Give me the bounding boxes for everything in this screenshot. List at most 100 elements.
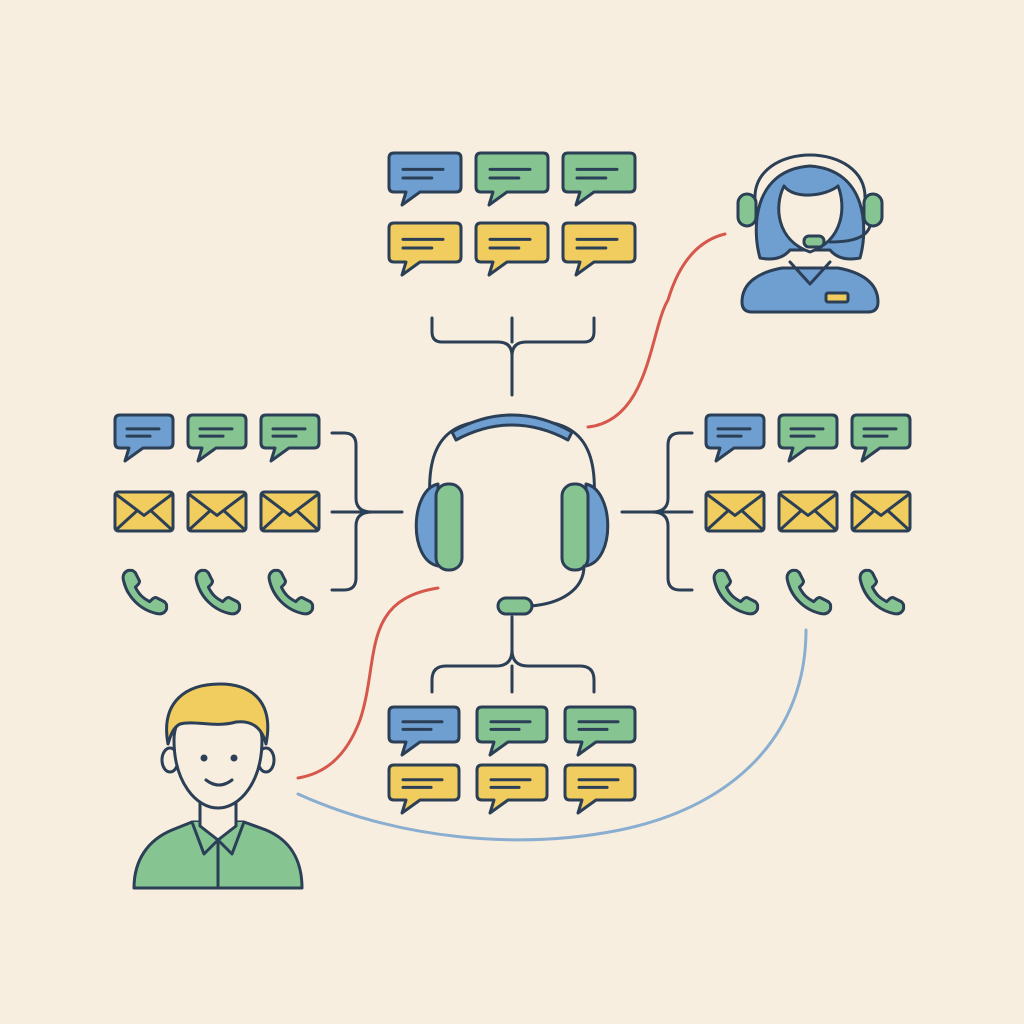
phone-icon <box>712 568 760 616</box>
agent-badge <box>824 291 850 304</box>
envelope-body <box>186 490 248 533</box>
envelope-body <box>704 490 766 533</box>
customer-hair <box>165 682 270 746</box>
agent-body <box>740 266 880 314</box>
top-bracket <box>510 316 596 358</box>
phone-handset <box>194 568 242 616</box>
chat-bubble-icon <box>475 763 549 815</box>
phone-handset <box>712 568 760 616</box>
channel-group-top <box>387 151 637 277</box>
envelope-icon <box>850 490 912 533</box>
customer-eye <box>200 754 208 762</box>
agent-mic-boom <box>828 224 872 244</box>
chat-bubble-icon <box>474 221 550 277</box>
agent-headset-band <box>753 153 867 202</box>
agent-collar <box>788 260 832 286</box>
envelope-flap <box>852 493 910 517</box>
envelope-flap <box>115 493 173 517</box>
right-ear-cup <box>560 482 590 572</box>
phone-icon <box>267 568 315 616</box>
phone-icon <box>194 568 242 616</box>
connection-links <box>296 232 808 842</box>
left-ear-cup <box>434 482 464 572</box>
envelope-body <box>850 490 912 533</box>
chat-bubble-icon <box>777 413 839 463</box>
envelope-icon <box>186 490 248 533</box>
phone-handset <box>785 568 833 616</box>
headband-pad <box>450 413 574 442</box>
envelope-fold <box>115 509 173 531</box>
agent-mic-head <box>802 234 826 249</box>
envelope-body <box>113 490 175 533</box>
bubble-shape <box>475 705 549 757</box>
bubble-shape <box>563 763 637 815</box>
envelope-fold <box>261 509 319 531</box>
chat-bubble-icon <box>387 705 461 757</box>
chat-bubble-icon <box>850 413 912 463</box>
bubble-shape <box>259 413 321 463</box>
headset-icon <box>414 413 610 616</box>
envelope-flap <box>706 493 764 517</box>
envelope-icon <box>704 490 766 533</box>
bubble-shape <box>387 763 461 815</box>
chat-bubble-icon <box>475 705 549 757</box>
envelope-flap <box>261 493 319 517</box>
envelope-flap <box>188 493 246 517</box>
phone-handset <box>121 568 169 616</box>
envelope-icon <box>777 490 839 533</box>
bubble-shape <box>387 705 461 757</box>
phone-handset <box>267 568 315 616</box>
chat-bubble-icon <box>704 413 766 463</box>
envelope-icon <box>113 490 175 533</box>
bottom-bracket <box>510 648 596 694</box>
right-ear-outer <box>584 482 610 568</box>
chat-bubble-icon <box>563 705 637 757</box>
customer-eye <box>230 754 238 762</box>
channel-brackets <box>330 316 694 694</box>
chat-bubble-icon <box>186 413 248 463</box>
bubble-shape <box>186 413 248 463</box>
left-bracket <box>330 510 374 592</box>
chat-bubble-icon <box>474 151 550 207</box>
envelope-body <box>777 490 839 533</box>
chat-bubble-icon <box>387 221 463 277</box>
agent-ear-left <box>736 192 758 228</box>
left-ear-outer <box>414 482 440 568</box>
chat-bubble-icon <box>561 221 637 277</box>
bubble-shape <box>704 413 766 463</box>
envelope-fold <box>706 509 764 531</box>
agent-ear-right <box>862 192 884 228</box>
right-bracket <box>650 510 694 592</box>
envelope-fold <box>779 509 837 531</box>
customer-link <box>296 586 440 780</box>
chat-bubble-icon <box>259 413 321 463</box>
bubble-shape <box>850 413 912 463</box>
mic-head <box>496 596 534 616</box>
channel-group-bottom <box>387 705 637 815</box>
chat-bubble-icon <box>387 763 461 815</box>
agent-face <box>777 184 844 254</box>
bottom-bracket <box>430 615 514 694</box>
chat-bubble-icon <box>561 151 637 207</box>
envelope-icon <box>259 490 321 533</box>
mic-boom <box>528 564 586 608</box>
envelope-fold <box>852 509 910 531</box>
phone-icon <box>785 568 833 616</box>
channel-group-right <box>704 413 912 616</box>
chat-bubble-icon <box>563 763 637 815</box>
customer-icon <box>132 682 304 890</box>
channel-group-left <box>113 413 321 616</box>
customer-smile <box>204 778 234 787</box>
customer-return-link <box>296 628 808 842</box>
envelope-body <box>259 490 321 533</box>
bubble-shape <box>475 763 549 815</box>
bubble-shape <box>113 413 175 463</box>
support-agent-icon <box>736 153 884 314</box>
envelope-flap <box>779 493 837 517</box>
bubble-shape <box>777 413 839 463</box>
agent-link <box>586 232 727 429</box>
phone-handset <box>858 568 906 616</box>
chat-bubble-icon <box>387 151 463 207</box>
phone-icon <box>121 568 169 616</box>
